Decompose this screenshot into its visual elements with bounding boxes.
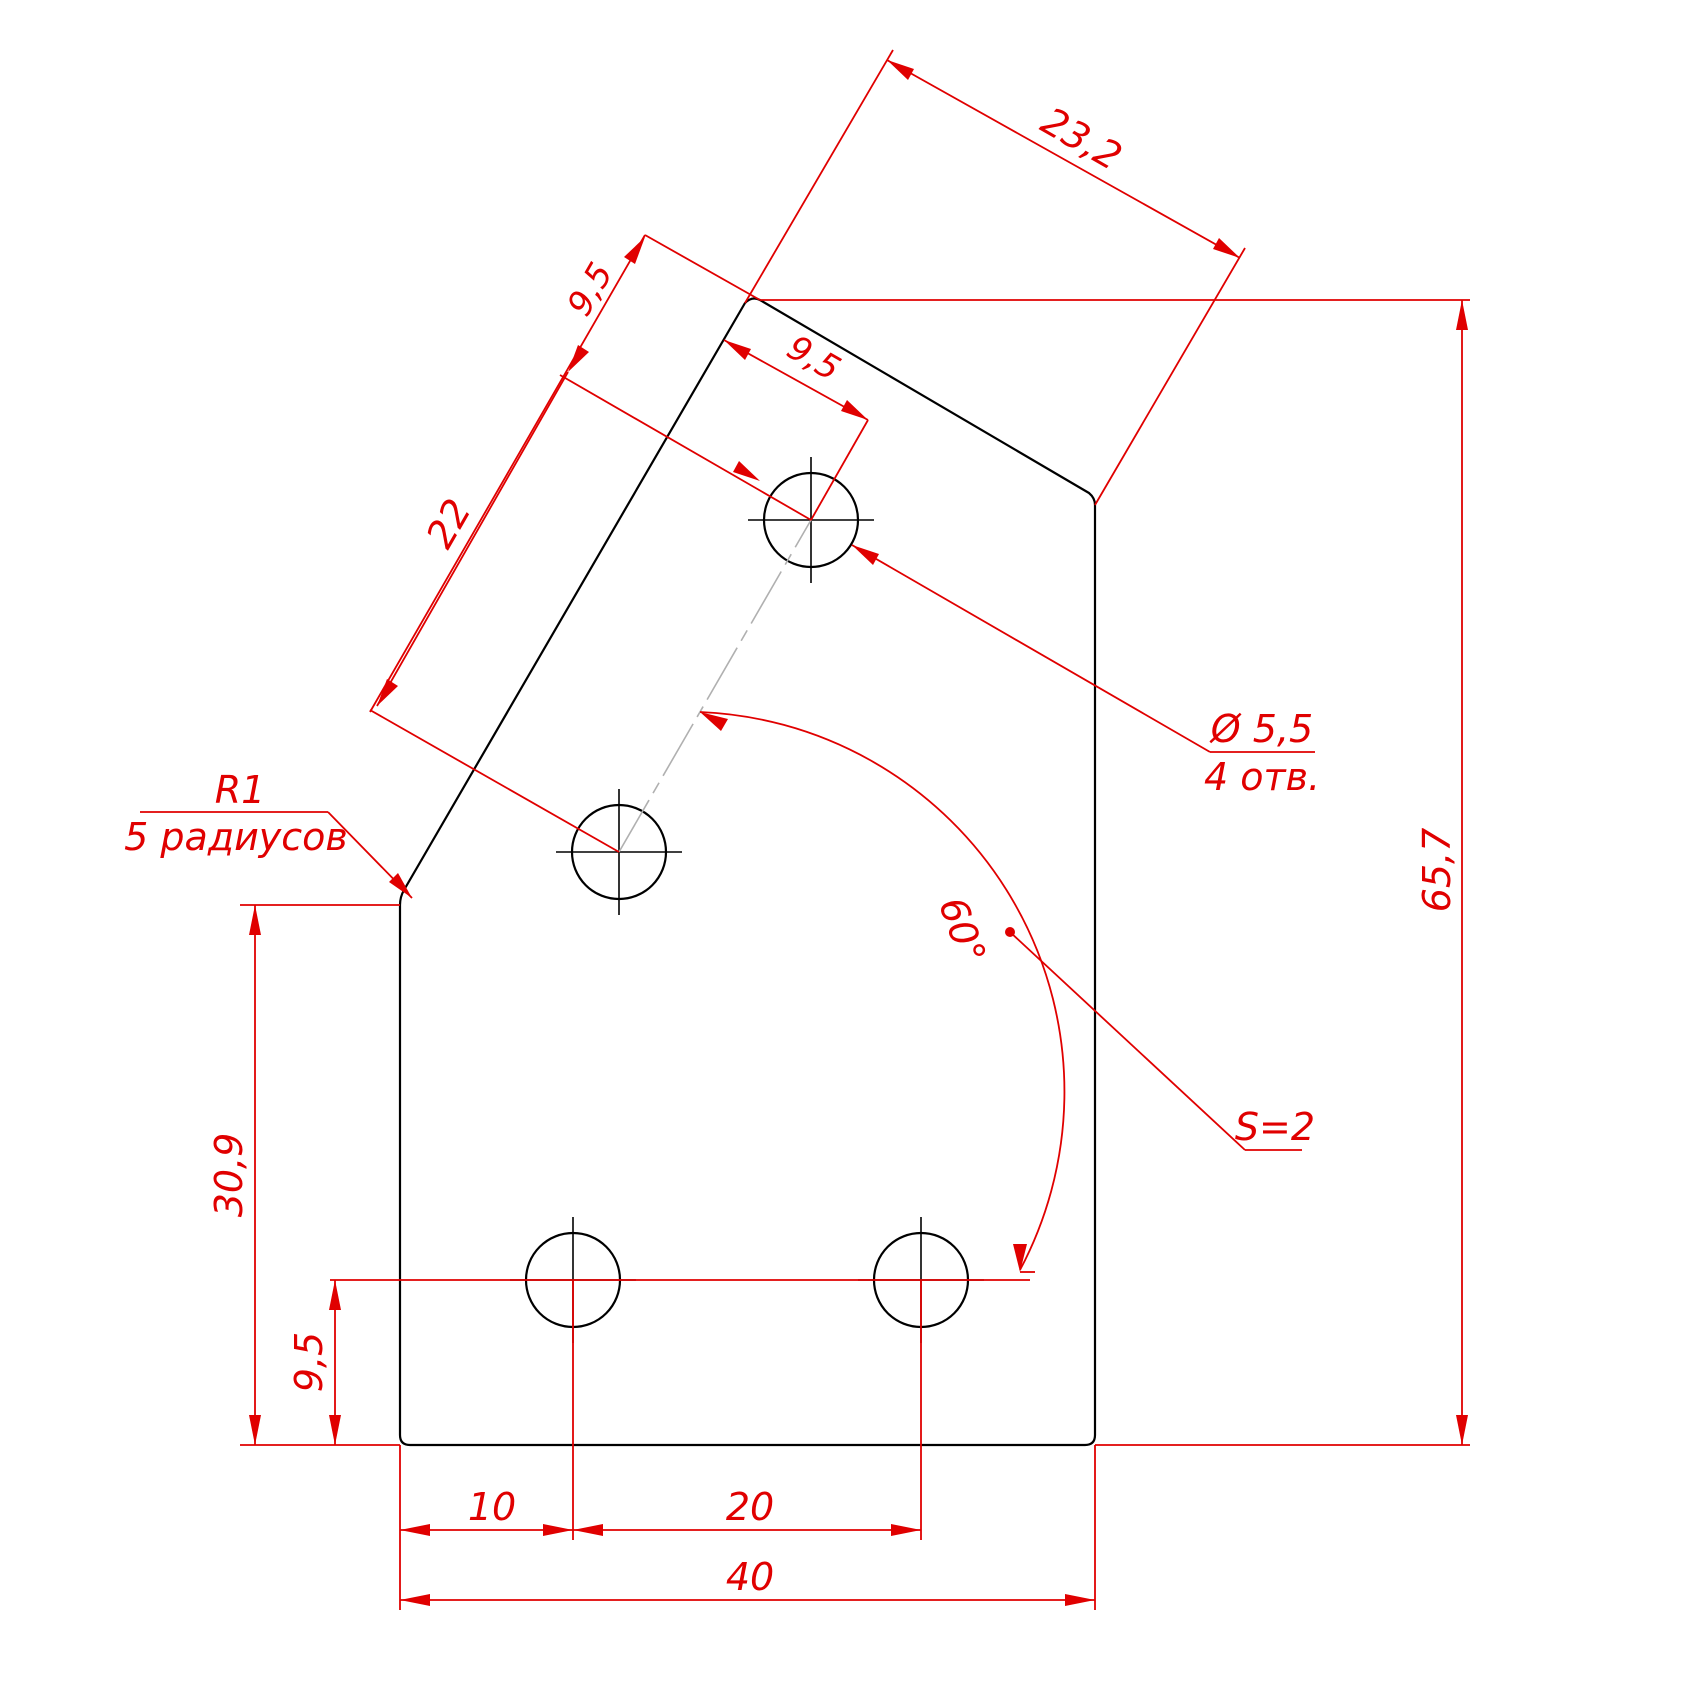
part-outline xyxy=(398,297,1097,1447)
label-hole-x-offset: 10 xyxy=(468,1485,516,1529)
dim-hole-row-height: 9,5 xyxy=(287,1279,1030,1445)
dim-slant-hole-spacing: 22 xyxy=(369,371,812,853)
dim-total-height: 65,7 xyxy=(760,299,1470,1446)
label-hole-spacing: 20 xyxy=(726,1485,774,1529)
leader-thickness: S=2 xyxy=(1005,927,1315,1151)
label-slant-offset-outer: 9,5 xyxy=(560,256,622,323)
label-radius-count: 5 радиусов xyxy=(124,815,348,859)
dim-total-width: 40 xyxy=(399,1445,1096,1610)
label-slant-hole-spacing: 22 xyxy=(418,492,480,556)
leader-hole-diameter: Ø 5,5 4 отв. xyxy=(851,544,1320,799)
dim-hole-spacing: 10 20 xyxy=(400,1280,922,1540)
label-hole-count: 4 отв. xyxy=(1204,755,1320,799)
slant-hole-axis xyxy=(618,519,812,853)
dim-slant-offset-outer: 9,5 xyxy=(369,234,761,713)
label-left-height: 30,9 xyxy=(207,1133,251,1218)
label-angle: 60° xyxy=(930,891,994,969)
label-slant-length: 23,2 xyxy=(1034,99,1129,179)
label-slant-edge-to-center: 9,5 xyxy=(780,328,847,390)
label-radius: R1 xyxy=(215,768,266,812)
dim-slant-edge-to-center: 9,5 xyxy=(723,328,869,521)
label-total-height: 65,7 xyxy=(1415,828,1459,913)
dim-left-height: 30,9 xyxy=(207,904,400,1446)
label-total-width: 40 xyxy=(726,1555,774,1599)
dim-angle: 60° xyxy=(699,711,1066,1273)
leader-radius: R1 5 радиусов xyxy=(124,768,413,899)
label-hole-diameter: Ø 5,5 xyxy=(1209,707,1313,751)
label-thickness: S=2 xyxy=(1235,1105,1315,1149)
label-hole-row-height: 9,5 xyxy=(287,1332,331,1392)
